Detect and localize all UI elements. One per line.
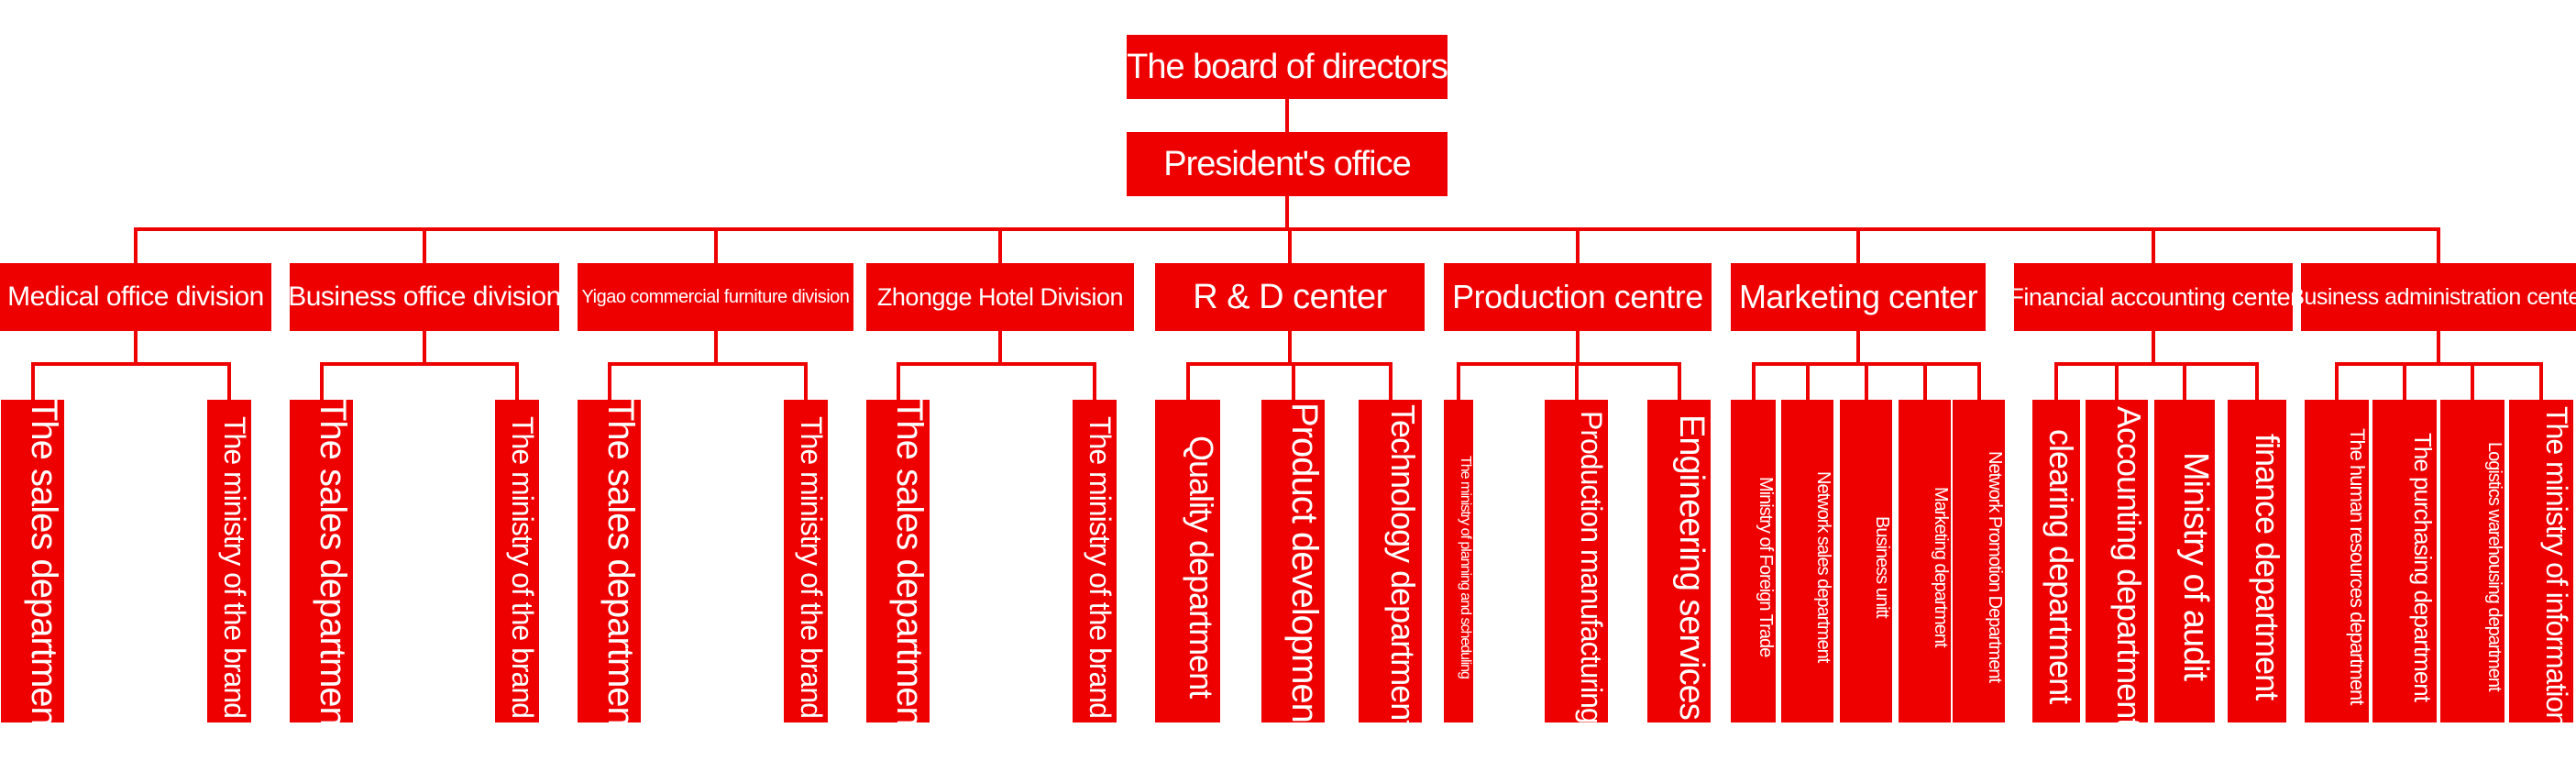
connector-child-stem bbox=[134, 331, 138, 362]
connector-child-drop bbox=[607, 362, 611, 400]
division-box: Yigao commercial furniture division bbox=[578, 263, 853, 331]
connector-child-drop bbox=[515, 362, 519, 400]
connector-child-drop bbox=[2403, 362, 2406, 400]
division-box: Business office division bbox=[290, 263, 559, 331]
department-box: Engineering services bbox=[1647, 400, 1711, 722]
connector-child-bus bbox=[2335, 362, 2543, 366]
connector-child-stem bbox=[1576, 331, 1580, 362]
connector-child-drop bbox=[2054, 362, 2058, 400]
connector-child-drop bbox=[1291, 362, 1295, 400]
division-box: Financial accounting center bbox=[2014, 263, 2293, 331]
department-box: Production manufacturing bbox=[1545, 400, 1608, 722]
connector-division-drop bbox=[2437, 227, 2440, 263]
connector-child-bus bbox=[607, 362, 808, 366]
department-box: The sales department bbox=[866, 400, 930, 722]
connector-child-drop bbox=[1457, 362, 1460, 400]
connector-child-drop bbox=[30, 362, 35, 400]
connector-child-drop bbox=[1864, 362, 1868, 400]
connector-division-drop bbox=[423, 227, 426, 263]
connector-child-drop bbox=[1976, 362, 1981, 400]
president-office-box: President's office bbox=[1127, 132, 1448, 196]
connector-child-drop bbox=[2471, 362, 2474, 400]
department-box: The ministry of the brand bbox=[207, 400, 251, 722]
department-box: Logistics warehousing department bbox=[2440, 400, 2504, 722]
connector-child-bus bbox=[319, 362, 519, 366]
department-box: Product development bbox=[1261, 400, 1325, 722]
connector-division-drop bbox=[998, 227, 1002, 263]
connector-child-drop bbox=[896, 362, 900, 400]
connector-child-drop bbox=[2539, 362, 2543, 400]
connector-child-drop bbox=[2115, 362, 2119, 400]
connector-child-drop bbox=[1805, 362, 1810, 400]
division-box: Marketing center bbox=[1731, 263, 1986, 331]
connector-child-drop bbox=[1093, 362, 1096, 400]
connector-division-drop bbox=[713, 227, 718, 263]
department-box: The sales department bbox=[1, 400, 64, 722]
connector-child-stem bbox=[2437, 331, 2440, 362]
connector-child-stem bbox=[423, 331, 426, 362]
department-box: The ministry of the brand bbox=[784, 400, 828, 722]
connector-child-drop bbox=[1574, 362, 1579, 400]
connector-division-drop bbox=[1576, 227, 1580, 263]
connector-child-drop bbox=[1751, 362, 1756, 400]
connector-child-bus bbox=[30, 362, 231, 366]
division-box: Zhongge Hotel Division bbox=[866, 263, 1134, 331]
department-box: Technology department bbox=[1359, 400, 1422, 722]
department-box: Business unitt bbox=[1840, 400, 1892, 722]
department-box: Ministry of Foreign Trade bbox=[1731, 400, 1776, 722]
department-box: The ministry of information bbox=[2509, 400, 2573, 722]
connector-child-drop bbox=[1677, 362, 1681, 400]
connector-division-drop bbox=[2152, 227, 2155, 263]
connector-child-drop bbox=[2255, 362, 2259, 400]
connector-child-stem bbox=[998, 331, 1002, 362]
department-box: The ministry of planning and scheduling bbox=[1444, 400, 1473, 722]
connector-child-bus bbox=[2054, 362, 2259, 366]
division-box: R & D center bbox=[1155, 263, 1425, 331]
connector-child-drop bbox=[804, 362, 808, 400]
connector-child-drop bbox=[2335, 362, 2339, 400]
division-box: Medical office division bbox=[0, 263, 271, 331]
connector-child-stem bbox=[713, 331, 718, 362]
department-box: clearing department bbox=[2032, 400, 2080, 722]
connector-child-drop bbox=[1185, 362, 1190, 400]
connector-child-bus bbox=[1457, 362, 1681, 366]
department-box: Network sales department bbox=[1781, 400, 1833, 722]
connector-child-drop bbox=[2183, 362, 2186, 400]
department-box: Marketing department bbox=[1899, 400, 1951, 722]
connector-board-president bbox=[1285, 99, 1289, 132]
connector-president-trunk bbox=[1285, 196, 1289, 227]
connector-child-drop bbox=[227, 362, 231, 400]
connector-child-drop bbox=[1922, 362, 1927, 400]
board-of-directors-box: The board of directors bbox=[1127, 35, 1448, 99]
department-box: The ministry of the brand bbox=[1073, 400, 1117, 722]
connector-child-bus bbox=[896, 362, 1096, 366]
department-box: The purchasing department bbox=[2372, 400, 2437, 722]
department-box: Network Promotion Department bbox=[1953, 400, 2005, 722]
connector-child-stem bbox=[2152, 331, 2155, 362]
division-box: Production centre bbox=[1444, 263, 1712, 331]
connector-division-drop bbox=[134, 227, 138, 263]
connector-child-stem bbox=[1856, 331, 1860, 362]
department-box: The human resources department bbox=[2305, 400, 2369, 722]
division-box: Business administration center bbox=[2301, 263, 2576, 331]
connector-child-drop bbox=[1388, 362, 1393, 400]
department-box: Quality department bbox=[1155, 400, 1220, 722]
department-box: The ministry of the brand bbox=[495, 400, 539, 722]
department-box: Accounting department bbox=[2086, 400, 2148, 722]
connector-child-bus bbox=[1185, 362, 1393, 366]
department-box: Ministry of audit bbox=[2154, 400, 2215, 722]
connector-child-stem bbox=[1288, 331, 1292, 362]
department-box: finance department bbox=[2228, 400, 2286, 722]
connector-division-drop bbox=[1856, 227, 1860, 263]
department-box: The sales department bbox=[290, 400, 353, 722]
connector-division-bus bbox=[134, 227, 2440, 231]
department-box: The sales department bbox=[578, 400, 641, 722]
connector-child-drop bbox=[319, 362, 324, 400]
connector-division-drop bbox=[1288, 227, 1292, 263]
